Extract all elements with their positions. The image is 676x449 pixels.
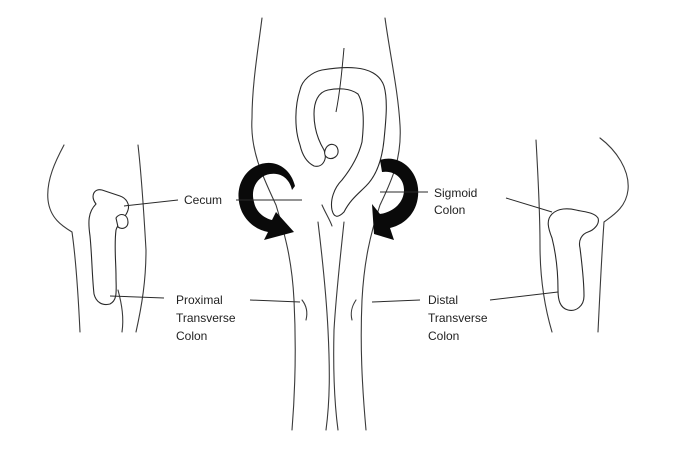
left-rotation-arrow-icon <box>238 162 295 240</box>
right-body-outline <box>535 137 629 333</box>
center-colon <box>295 47 387 227</box>
sigmoid-leader-line-right <box>505 197 553 213</box>
label-distal-line3: Colon <box>428 329 459 343</box>
label-cecum: Cecum <box>184 193 222 207</box>
label-proximal-line1: Proximal <box>176 293 223 307</box>
right-colon <box>547 208 599 311</box>
label-proximal-line2: Transverse <box>176 311 236 325</box>
distal-leader-line-right <box>489 291 559 301</box>
center-body-outline <box>251 17 401 431</box>
label-proximal-line3: Colon <box>176 329 207 343</box>
label-sigmoid-line2: Colon <box>434 203 465 217</box>
label-distal-line1: Distal <box>428 293 458 307</box>
distal-leader-line <box>371 299 421 303</box>
left-colon <box>88 189 130 306</box>
proximal-leader-line <box>109 295 165 299</box>
cecum-leader-line <box>123 199 179 207</box>
label-distal-line2: Transverse <box>428 311 488 325</box>
right-rotation-arrow-icon <box>372 158 419 240</box>
label-sigmoid-line1: Sigmoid <box>434 186 477 200</box>
proximal-leader-line-right <box>249 299 301 303</box>
left-body-outline <box>47 144 147 333</box>
